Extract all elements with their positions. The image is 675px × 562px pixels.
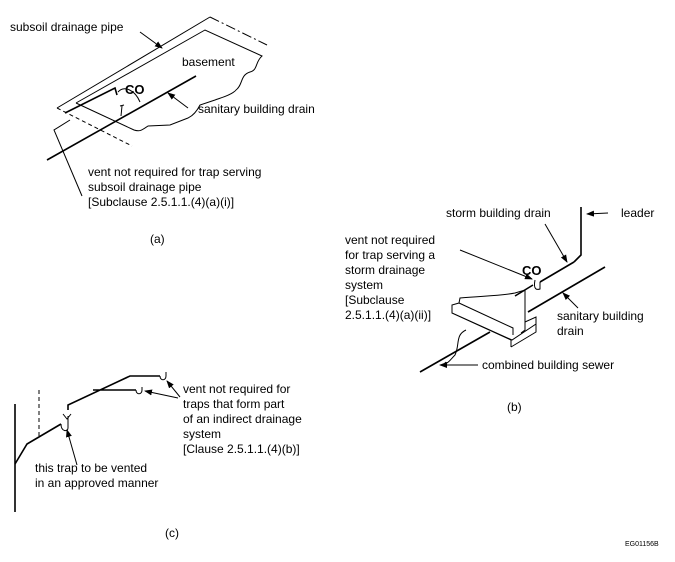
sanitary-label: sanitary building drain bbox=[198, 102, 315, 116]
vent-note-line: [Clause 2.5.1.1.(4)(b)] bbox=[183, 442, 300, 456]
vent-leader-line bbox=[53, 119, 83, 197]
vent-note-line: [Subclause bbox=[345, 293, 405, 307]
vent-arrow bbox=[144, 389, 179, 399]
vent-note-line: for trap serving a bbox=[345, 248, 435, 262]
sanitary-drain-line bbox=[527, 266, 606, 313]
sanitary-label-line: sanitary building bbox=[557, 309, 644, 323]
vent-note-line: subsoil drainage pipe bbox=[88, 180, 202, 194]
sewer-line bbox=[419, 331, 491, 373]
subsoil-pipe bbox=[64, 86, 118, 114]
trap bbox=[60, 413, 72, 432]
trap bbox=[117, 88, 141, 117]
subsoil-label: subsoil drainage pipe bbox=[10, 20, 124, 34]
figure-c: vent not required for traps that form pa… bbox=[14, 372, 302, 540]
vent-note-line: vent not required for bbox=[183, 382, 290, 396]
subsoil-pipe-outline bbox=[56, 16, 211, 109]
vent-note-line: traps that form part bbox=[183, 397, 285, 411]
vent-note-line: of an indirect drainage bbox=[183, 412, 302, 426]
trap-arrow bbox=[66, 429, 78, 466]
vent-note-line: system bbox=[183, 427, 221, 441]
basement-wall bbox=[75, 29, 263, 132]
sanitary-drain-line bbox=[46, 75, 197, 161]
sanitary-leader-arrow bbox=[167, 92, 189, 109]
subsoil-pipe-lower-edge bbox=[56, 107, 133, 147]
trap-note-line: in an approved manner bbox=[35, 476, 158, 490]
foundation-wall bbox=[451, 289, 537, 348]
co-label: CO bbox=[125, 82, 145, 97]
ground-line bbox=[444, 329, 467, 364]
figure-b: storm building drain leader CO vent not … bbox=[345, 206, 654, 414]
co-label: CO bbox=[522, 263, 542, 278]
caption-b: (b) bbox=[507, 400, 522, 414]
caption-a: (a) bbox=[150, 232, 165, 246]
trap bbox=[534, 279, 541, 290]
subsoil-leader-arrow bbox=[139, 31, 163, 49]
vent-note-line: vent not required bbox=[345, 233, 435, 247]
sewer-label: combined building sewer bbox=[482, 358, 614, 372]
upper-branch bbox=[67, 375, 160, 410]
storm-label: storm building drain bbox=[446, 206, 551, 220]
vent-arrow bbox=[166, 380, 181, 398]
basement-label: basement bbox=[182, 55, 235, 69]
sanitary-label-line: drain bbox=[557, 324, 584, 338]
caption-c: (c) bbox=[165, 526, 179, 540]
trap bbox=[135, 372, 167, 395]
storm-arrow bbox=[544, 223, 568, 263]
figure-a: subsoil drainage pipe basement CO sanita… bbox=[10, 16, 315, 246]
branch-line bbox=[14, 423, 62, 465]
leader-pipe bbox=[573, 207, 582, 263]
vent-note-line: vent not required for trap serving bbox=[88, 165, 261, 179]
sanitary-arrow bbox=[562, 292, 579, 309]
leader-arrow bbox=[586, 210, 609, 217]
vent-note-line: system bbox=[345, 278, 383, 292]
leader-label: leader bbox=[621, 206, 654, 220]
vent-note-line: 2.5.1.1.(4)(a)(ii)] bbox=[345, 308, 431, 322]
vent-note-line: storm drainage bbox=[345, 263, 425, 277]
vent-arrow bbox=[459, 249, 533, 280]
trap-note-line: this trap to be vented bbox=[35, 461, 147, 475]
vent-note-line: [Subclause 2.5.1.1.(4)(a)(i)] bbox=[88, 195, 234, 209]
subsoil-pipe-edge bbox=[209, 16, 268, 46]
figure-code: EG01156B bbox=[625, 541, 659, 548]
